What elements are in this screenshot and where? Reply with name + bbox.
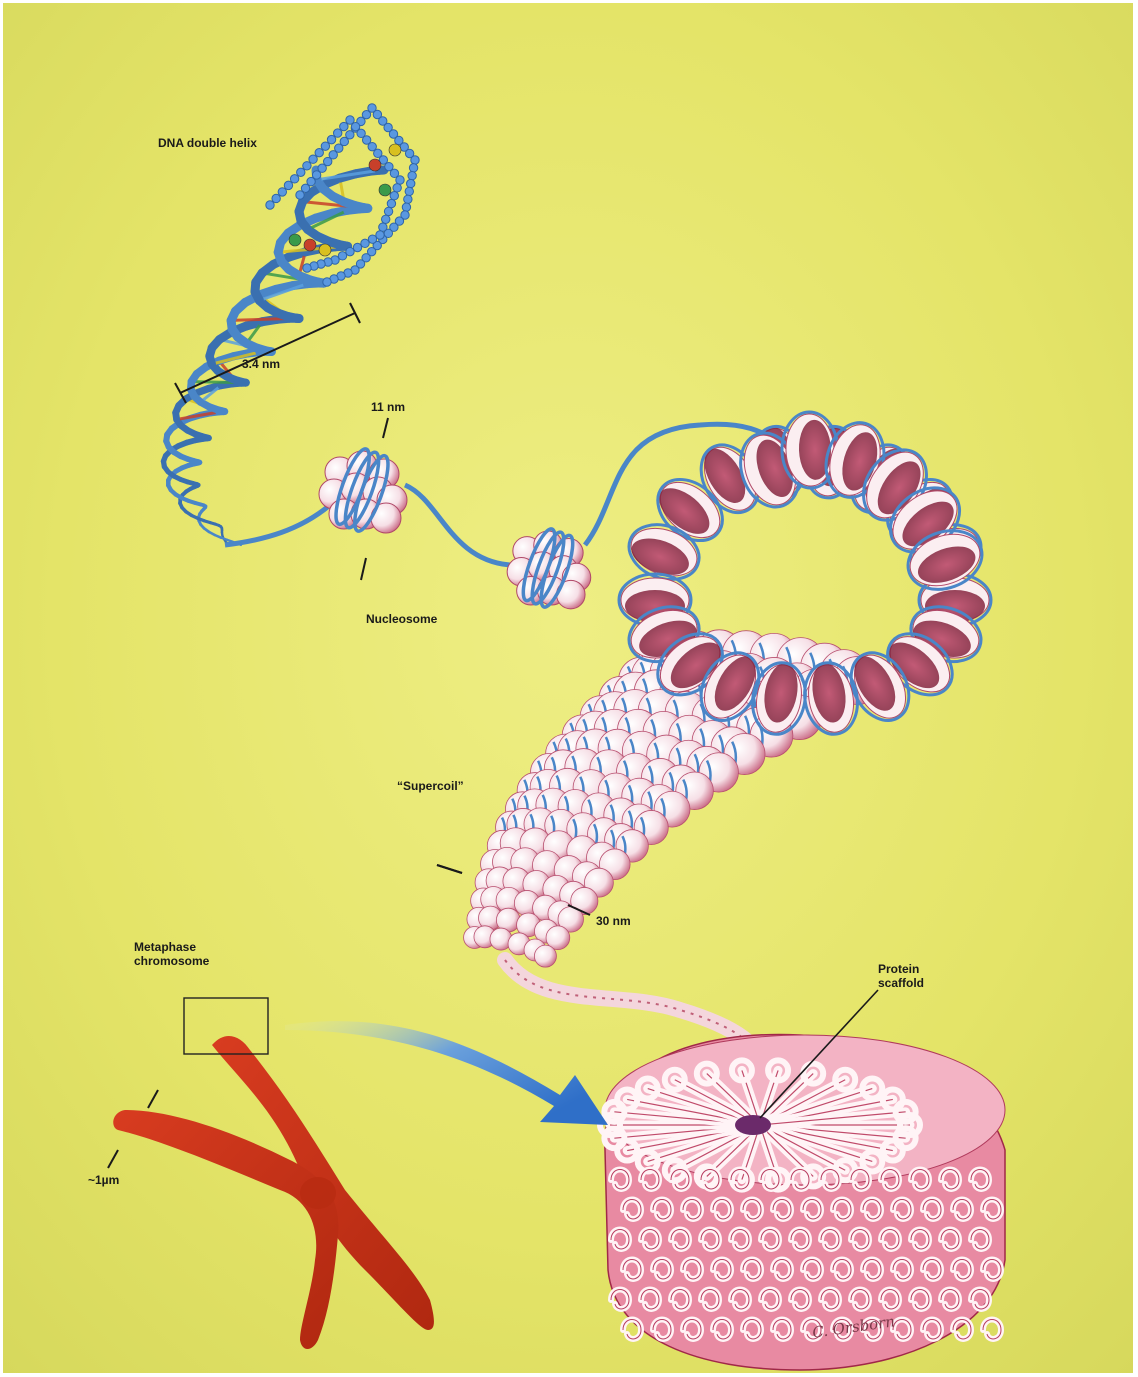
label-dna-double-helix: DNA double helix: [158, 136, 257, 150]
label-supercoil: “Supercoil”: [397, 779, 464, 793]
label-metaphase-chromosome: Metaphase chromosome: [134, 940, 209, 968]
label-chromosome-width: ~1µm: [88, 1173, 119, 1187]
label-protein-scaffold: Protein scaffold: [878, 962, 924, 990]
label-nucleosome-width: 11 nm: [371, 400, 405, 414]
label-helix-pitch: 3.4 nm: [242, 357, 280, 371]
looped-domain-cylinder: [600, 1034, 1005, 1370]
label-fiber-width: 30 nm: [596, 914, 631, 928]
label-nucleosome: Nucleosome: [366, 612, 437, 626]
